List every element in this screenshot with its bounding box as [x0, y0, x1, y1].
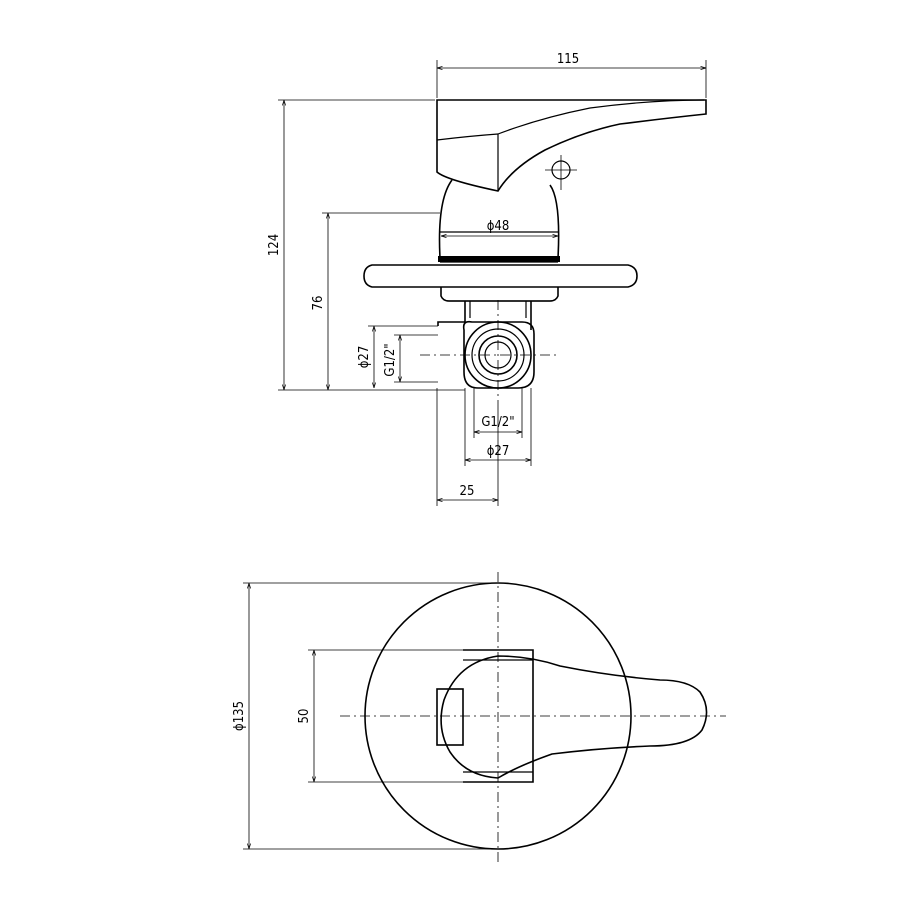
dim-124-label: 124 — [267, 234, 282, 256]
dim-phi48-label: ϕ48 — [487, 219, 510, 234]
dim-phi135-label: ϕ135 — [232, 701, 247, 731]
dim-76-label: 76 — [311, 296, 326, 311]
dim-25-label: 25 — [460, 484, 475, 499]
lever-top — [440, 655, 708, 779]
side-view: 115 124 76 ϕ48 ϕ27 G1/2" G1/2" ϕ27 — [267, 52, 707, 506]
dim-g12-vertical-label: G1/2" — [383, 343, 398, 376]
top-view: ϕ135 50 — [232, 572, 726, 866]
dim-50-label: 50 — [297, 709, 312, 724]
rosette-plate — [363, 264, 638, 288]
dim-phi27-vertical-label: ϕ27 — [357, 346, 372, 369]
dim-115-label: 115 — [557, 52, 579, 67]
lever-handle — [436, 99, 707, 192]
